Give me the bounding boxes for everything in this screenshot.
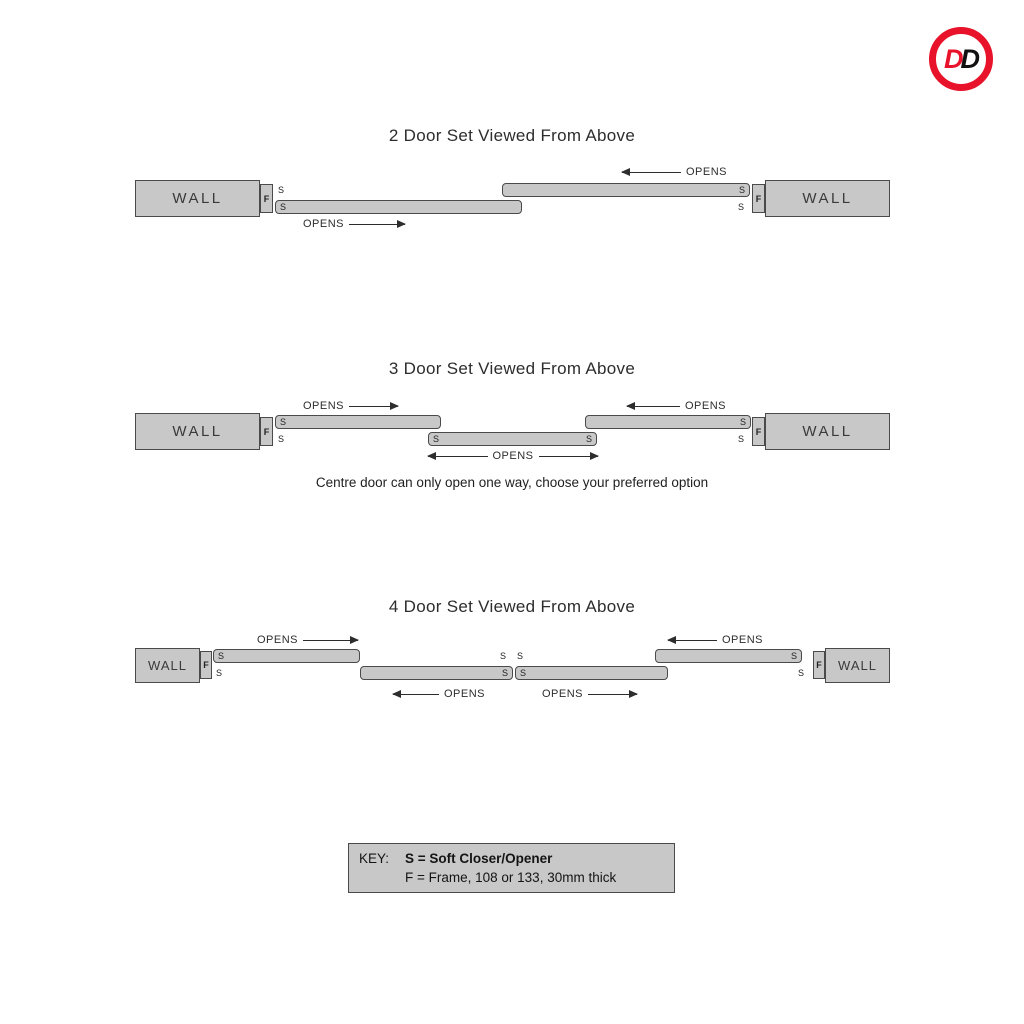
soft-closer-label: S <box>798 668 805 678</box>
wall-left-3door: WALL <box>135 413 260 450</box>
logo-letter-2: D <box>960 43 980 74</box>
door-outer-right-4door: S <box>655 649 802 663</box>
opens-label: OPENS <box>303 400 345 412</box>
frame-left-3door: F <box>260 417 273 446</box>
opens-label: OPENS <box>542 688 584 700</box>
door-left-2door: S <box>275 200 522 214</box>
opens-arrow-left-door-2door: OPENS <box>298 217 406 231</box>
door-inner-right-4door: S <box>515 666 668 680</box>
frame-right-3door: F <box>752 417 765 446</box>
opens-arrow-left-door-3door: OPENS <box>298 399 399 413</box>
soft-closer-label: S <box>280 417 287 427</box>
arrow-right-icon <box>349 220 406 228</box>
opens-label: OPENS <box>721 634 763 646</box>
wall-label: WALL <box>172 190 223 207</box>
logo-letter-1: D <box>944 43 963 74</box>
soft-closer-label: S <box>218 651 225 661</box>
door-inner-left-4door: S <box>360 666 513 680</box>
wall-label: WALL <box>802 423 853 440</box>
arrow-left-icon <box>427 452 488 460</box>
wall-left-4door: WALL <box>135 648 200 683</box>
wall-right-4door: WALL <box>825 648 890 683</box>
wall-label: WALL <box>148 658 187 673</box>
soft-closer-label: S <box>585 434 592 444</box>
opens-arrow-centre-door-3door: OPENS <box>427 449 599 463</box>
soft-closer-label: S <box>738 434 745 444</box>
frame-right-4door: F <box>813 651 825 679</box>
key-soft-closer-line: S = Soft Closer/Opener <box>405 851 553 866</box>
key-legend: KEY: S = Soft Closer/Opener F = Frame, 1… <box>348 843 675 893</box>
soft-closer-label: S <box>517 651 524 661</box>
soft-closer-label: S <box>738 202 745 212</box>
door-centre-3door: S S <box>428 432 597 446</box>
wall-right-2door: WALL <box>765 180 890 217</box>
dd-logo: D D <box>929 27 993 91</box>
frame-left-4door: F <box>200 651 212 679</box>
arrow-left-icon <box>392 690 439 698</box>
opens-label: OPENS <box>684 400 726 412</box>
opens-label: OPENS <box>685 166 727 178</box>
opens-label: OPENS <box>303 218 345 230</box>
soft-closer-label: S <box>520 668 527 678</box>
arrow-right-icon <box>349 402 399 410</box>
arrow-left-icon <box>626 402 680 410</box>
soft-closer-label: S <box>790 651 797 661</box>
opens-arrow-right-door-3door: OPENS <box>626 399 731 413</box>
opens-arrow-right-door-2door: OPENS <box>621 165 732 179</box>
door-outer-left-4door: S <box>213 649 360 663</box>
soft-closer-label: S <box>280 202 287 212</box>
soft-closer-label: S <box>739 417 746 427</box>
soft-closer-label: S <box>278 185 285 195</box>
arrow-right-icon <box>538 452 599 460</box>
opens-label: OPENS <box>443 688 485 700</box>
arrow-right-icon <box>303 636 359 644</box>
wall-right-3door: WALL <box>765 413 890 450</box>
arrow-left-icon <box>667 636 717 644</box>
soft-closer-label: S <box>433 434 440 444</box>
door-right-2door: S <box>502 183 750 197</box>
door-right-3door: S <box>585 415 751 429</box>
key-label: KEY: <box>359 851 390 866</box>
three-door-title: 3 Door Set Viewed From Above <box>388 359 636 378</box>
opens-label: OPENS <box>257 634 299 646</box>
frame-left-2door: F <box>260 184 273 213</box>
opens-label: OPENS <box>492 450 534 462</box>
soft-closer-label: S <box>501 668 508 678</box>
arrow-left-icon <box>621 168 681 176</box>
arrow-right-icon <box>588 690 638 698</box>
wall-label: WALL <box>838 658 877 673</box>
opens-arrow-outer-right-4door: OPENS <box>667 633 768 647</box>
soft-closer-label: S <box>500 651 507 661</box>
two-door-title: 2 Door Set Viewed From Above <box>388 126 636 145</box>
opens-arrow-outer-left-4door: OPENS <box>252 633 359 647</box>
soft-closer-label: S <box>216 668 223 678</box>
key-frame-line: F = Frame, 108 or 133, 30mm thick <box>405 870 617 885</box>
centre-door-caption: Centre door can only open one way, choos… <box>315 475 709 490</box>
wall-left-2door: WALL <box>135 180 260 217</box>
wall-label: WALL <box>172 423 223 440</box>
opens-arrow-inner-right-4door: OPENS <box>537 687 638 701</box>
opens-arrow-inner-left-4door: OPENS <box>392 687 490 701</box>
frame-right-2door: F <box>752 184 765 213</box>
soft-closer-label: S <box>278 434 285 444</box>
four-door-title: 4 Door Set Viewed From Above <box>388 597 636 616</box>
soft-closer-label: S <box>738 185 745 195</box>
wall-label: WALL <box>802 190 853 207</box>
door-left-3door: S <box>275 415 441 429</box>
